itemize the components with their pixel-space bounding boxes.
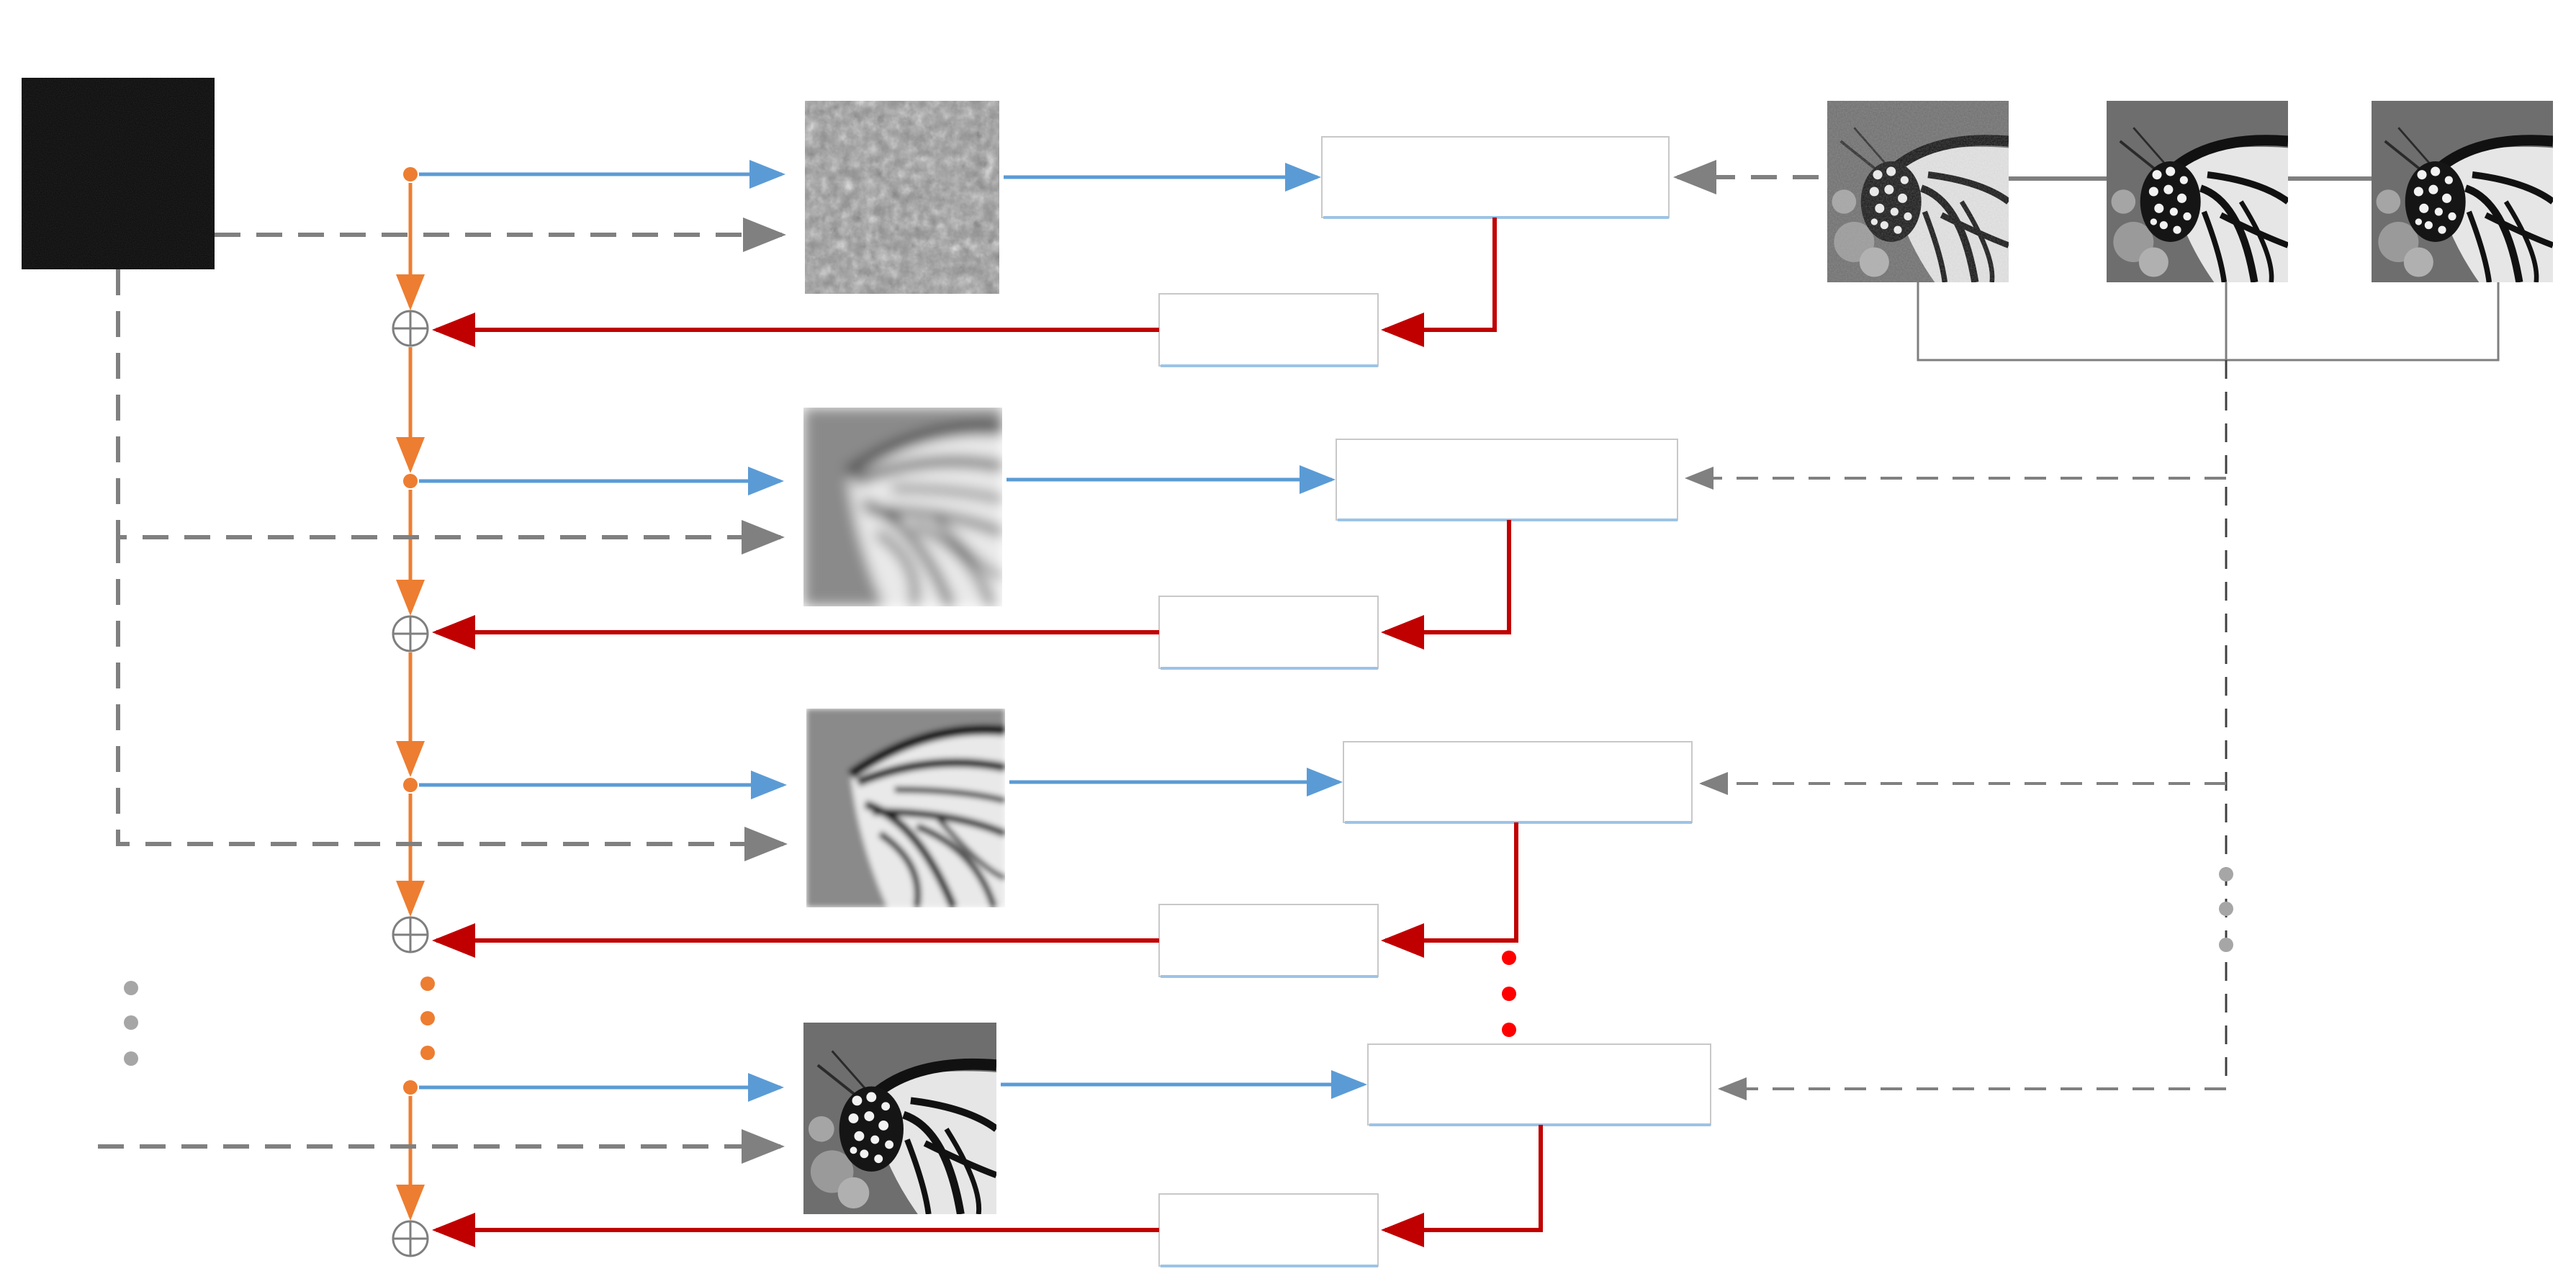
- butterfly-clip: [1827, 101, 2009, 282]
- right-ellipsis-dot-2: [2219, 938, 2233, 952]
- left-ellipsis-dot-1: [124, 1015, 138, 1030]
- butterfly-clip: [2107, 101, 2288, 282]
- noise-texture: [805, 101, 999, 294]
- theta-node-2: [403, 778, 418, 792]
- energy-box-frame: [1321, 136, 1670, 218]
- target-bracket: [1917, 282, 2500, 362]
- theta-node-0: [403, 167, 418, 181]
- butterfly-pattern: [2107, 101, 2288, 282]
- gradient-box-frame: [1158, 293, 1379, 367]
- gradient-box-0: [1158, 293, 1379, 367]
- gradient-box-frame: [1158, 904, 1379, 977]
- butterfly-clip: [2372, 101, 2553, 282]
- backprop-arrow-0: [1381, 217, 1497, 347]
- sum-node-3: [392, 1220, 429, 1257]
- output-image-0: [805, 101, 999, 294]
- red-ellipsis-dot-1: [1502, 987, 1516, 1001]
- red-ellipsis-dot-2: [1502, 1023, 1516, 1037]
- sum-node-2: [392, 916, 429, 953]
- orange-ellipsis-dot-2: [420, 1046, 435, 1060]
- butterfly-pattern: [803, 1023, 996, 1214]
- sum-node-0: [392, 310, 429, 347]
- sum-node-1: [392, 615, 429, 652]
- target-image-x1: [2107, 101, 2288, 282]
- backprop-arrow-3: [1381, 1125, 1543, 1247]
- energy-box-frame: [1367, 1043, 1711, 1126]
- output-image-2: [806, 709, 1005, 907]
- theta-node-3: [403, 1080, 418, 1095]
- theta-node-1: [403, 474, 418, 488]
- z-to-image-2: [116, 537, 788, 861]
- z-to-image-1: [116, 269, 785, 555]
- left-ellipsis-dot-2: [124, 1051, 138, 1066]
- wing-pattern: [803, 408, 1002, 606]
- gradient-box-2: [1158, 904, 1379, 978]
- output-image-1: [803, 408, 1002, 606]
- energy-box-frame: [1336, 439, 1678, 521]
- butterfly-noise: [1827, 101, 2009, 282]
- input-noise-grain: [22, 78, 215, 269]
- gradient-box-1: [1158, 596, 1379, 670]
- output-image-3: [803, 1023, 996, 1214]
- diagram-layer: [22, 78, 2553, 1267]
- orange-ellipsis-dot-0: [420, 977, 435, 991]
- backprop-arrow-1: [1381, 520, 1511, 650]
- right-ellipsis-dot-0: [2219, 867, 2233, 881]
- energy-box-3: [1367, 1043, 1711, 1126]
- wing-clip: [803, 408, 1002, 606]
- gradient-box-3: [1158, 1193, 1379, 1267]
- left-ellipsis-dot-0: [124, 981, 138, 995]
- red-ellipsis-dot-0: [1502, 951, 1516, 965]
- butterfly-pattern: [2372, 101, 2553, 282]
- energy-box-1: [1336, 439, 1678, 521]
- orange-ellipsis-dot-1: [420, 1011, 435, 1025]
- energy-box-2: [1343, 741, 1693, 824]
- backprop-arrow-2: [1381, 822, 1518, 958]
- wing-clip: [806, 709, 1005, 907]
- gradient-box-frame: [1158, 1193, 1379, 1267]
- energy-box-frame: [1343, 741, 1693, 823]
- target-image-x2: [2372, 101, 2553, 282]
- gradient-box-frame: [1158, 596, 1379, 669]
- butterfly-clip: [803, 1023, 996, 1214]
- target-image-x0: [1827, 101, 2009, 282]
- right-ellipsis-dot-1: [2219, 902, 2233, 916]
- wing-pattern: [806, 709, 1005, 907]
